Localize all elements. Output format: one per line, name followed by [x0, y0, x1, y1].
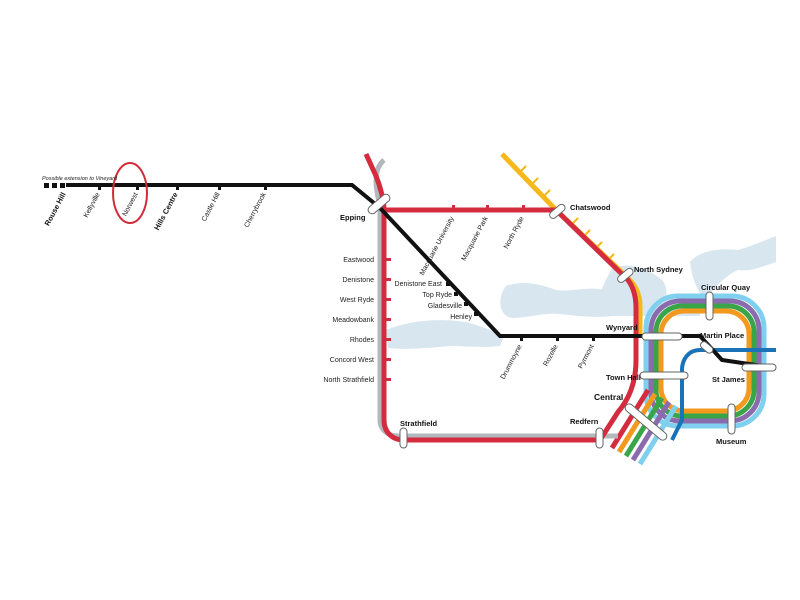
red-ticks — [386, 205, 525, 381]
station-gladesville[interactable]: Gladesville — [428, 303, 462, 310]
north-sydney-interchange[interactable] — [616, 267, 634, 284]
label-strathfield: Strathfield — [400, 419, 438, 428]
circular-quay-interchange[interactable] — [705, 291, 714, 321]
redfern-interchange[interactable] — [595, 427, 604, 449]
epping-interchange[interactable] — [366, 193, 391, 216]
station-kellyville[interactable]: Kellyville — [83, 192, 102, 219]
station-castle-hill[interactable]: Castle Hill — [201, 191, 222, 222]
label-museum: Museum — [716, 437, 747, 446]
central-interchange[interactable] — [624, 402, 669, 442]
town-hall-interchange[interactable] — [639, 371, 689, 380]
metro-line — [66, 183, 777, 370]
norwest-highlight-circle — [112, 162, 148, 224]
station-norwest[interactable]: Norwest — [122, 192, 140, 218]
station-hills-centre[interactable]: Hills Centre — [152, 191, 180, 232]
label-central: Central — [594, 392, 623, 402]
extension-note: Possible extension to Vineyard — [42, 176, 118, 182]
st-james-interchange[interactable] — [741, 363, 777, 372]
station-rhodes[interactable]: Rhodes — [350, 337, 375, 344]
station-drummoyne[interactable]: Drummoyne — [500, 344, 524, 381]
interchange-markers — [366, 193, 777, 449]
wynyard-interchange[interactable] — [641, 332, 683, 341]
station-meadowbank[interactable]: Meadowbank — [332, 317, 374, 324]
station-west-ryde[interactable]: West Ryde — [340, 297, 374, 304]
station-macquarie-park[interactable]: Macquarie Park — [461, 215, 490, 262]
city-rings — [643, 293, 767, 429]
station-rouse-hill[interactable]: Rouse Hill — [43, 191, 68, 228]
station-eastwood[interactable]: Eastwood — [343, 257, 374, 264]
station-denistone[interactable]: Denistone — [342, 277, 374, 284]
metro-ticks — [98, 185, 595, 341]
label-epping: Epping — [340, 213, 366, 222]
museum-interchange[interactable] — [727, 403, 736, 435]
martin-place-interchange[interactable] — [699, 340, 714, 354]
label-north-sydney: North Sydney — [634, 265, 684, 274]
label-martin-place: Martin Place — [700, 331, 744, 340]
station-pyrmont[interactable]: Pyrmont — [577, 344, 595, 370]
label-redfern: Redfern — [570, 417, 599, 426]
station-henley[interactable]: Henley — [450, 314, 472, 321]
station-top-ryde[interactable]: Top Ryde — [422, 292, 452, 299]
north-shore-ticks — [519, 165, 615, 261]
strathfield-interchange[interactable] — [399, 427, 408, 449]
label-chatswood: Chatswood — [570, 203, 611, 212]
harbour-water — [386, 236, 776, 349]
station-north-strathfield[interactable]: North Strathfield — [323, 377, 374, 384]
metro-extension-dashes — [44, 183, 65, 188]
label-st-james: St James — [712, 375, 745, 384]
chatswood-interchange[interactable] — [548, 203, 566, 220]
label-wynyard: Wynyard — [606, 323, 638, 332]
eastern-suburbs-line — [670, 348, 776, 441]
station-rozelle[interactable]: Rozelle — [543, 344, 560, 368]
label-circular-quay: Circular Quay — [701, 283, 751, 292]
station-cherrybrook[interactable]: Cherrybrook — [244, 191, 268, 229]
label-town-hall: Town Hall — [606, 373, 641, 382]
station-concord-west[interactable]: Concord West — [330, 357, 374, 364]
station-denistone-east[interactable]: Denistone East — [395, 281, 443, 288]
station-north-ryde[interactable]: North Ryde — [503, 216, 526, 251]
